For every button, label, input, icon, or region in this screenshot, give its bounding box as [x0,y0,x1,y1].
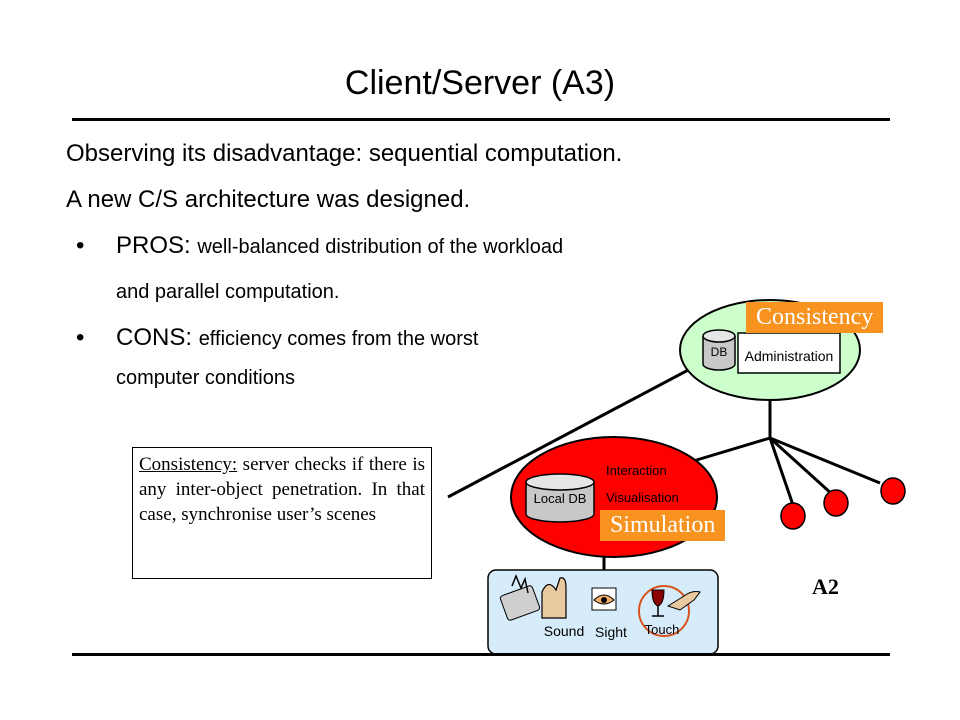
server-db-cylinder: DB [702,329,736,371]
administration-label: Administration [745,348,834,364]
text-line-1: Observing its disadvantage: sequential c… [66,140,623,167]
bullet-marker: • [76,324,85,351]
consistency-tag: Consistency [746,302,884,333]
eye-icon [591,587,617,611]
bullet-pros-head: PROS: [116,232,191,259]
simulation-tag: Simulation [600,510,726,541]
client-link-line [689,436,771,464]
node-link-line [768,437,795,506]
text-line-2: A new C/S architecture was designed. [66,186,471,213]
slide-title: Client/Server (A3) [344,64,616,102]
local-db-label: Local DB [534,491,587,506]
interaction-label: Interaction [606,463,667,478]
bullet-pros-text: well-balanced distribution of the worklo… [197,236,564,258]
hand-icon [541,577,567,619]
wine-glass-icon [651,589,665,617]
note-term: Consistency: [139,454,238,475]
node-link-line [768,436,835,497]
peer-node [780,502,806,530]
touch-highlight-circle [638,585,690,637]
db-label: DB [711,345,728,359]
bullet-marker: • [76,232,85,259]
bullet-cons: CONS: efficiency comes from the worst [116,324,478,352]
bottom-divider [72,653,890,656]
pointing-hand-icon [666,591,701,611]
peer-node [880,477,906,505]
peer-node [823,489,849,517]
keyboard-hand-icon [499,574,541,621]
bullet-pros-continuation: and parallel computation. [116,281,340,303]
local-db-cylinder: Local DB [525,473,595,523]
a2-label: A2 [812,574,839,599]
sound-label: Sound [544,623,584,639]
node-link-line [769,436,881,485]
visualisation-label: Visualisation [606,490,679,505]
touch-label: Touch [645,622,680,637]
consistency-note-box: Consistency: server checks if there is a… [132,447,432,579]
bullet-pros: PROS: well-balanced distribution of the … [116,232,563,260]
bullet-cons-continuation: computer conditions [116,367,295,389]
administration-box [737,332,841,374]
sight-label: Sight [595,624,627,640]
top-divider [72,118,890,121]
bullet-cons-head: CONS: [116,324,193,351]
bullet-cons-text: efficiency comes from the worst [198,328,479,350]
note-text: server checks if there is any inter-obje… [139,454,426,525]
